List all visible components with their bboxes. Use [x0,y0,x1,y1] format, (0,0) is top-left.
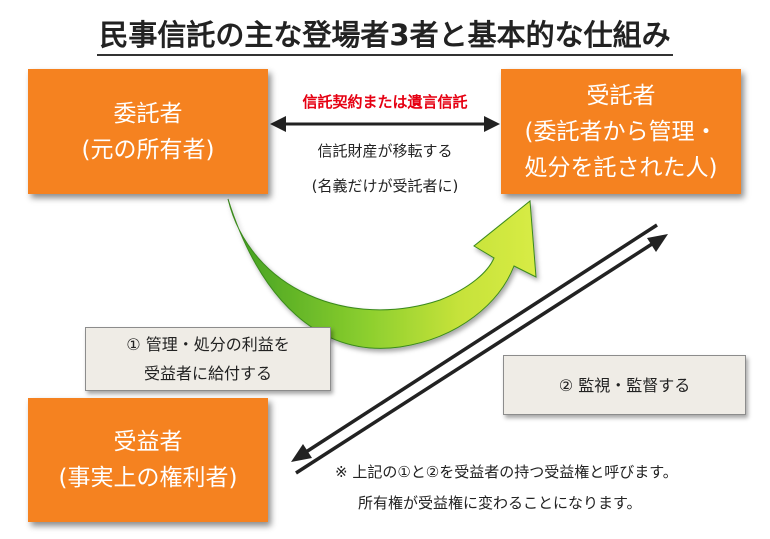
trustee-subtitle-2: 処分を託された人) [524,154,718,181]
beneficiary-box: 受益者 (事実上の権利者) [28,398,268,522]
supervision-note-line-1: ② 監視・監督する [558,375,691,395]
trust-property-arrow [227,198,537,349]
transfer-label-1: 信託財産が移転する [317,142,453,160]
supervision-note: ② 監視・監督する [503,355,746,415]
truster-title: 委託者 [113,100,183,127]
beneficiary-title: 受益者 [113,429,183,455]
benefit-note: ① 管理・処分の利益を 受益者に給付する [85,327,331,391]
diagram-title: 民事信託の主な登場者3者と基本的な仕組み [0,12,770,56]
trustee-subtitle-1: (委託者から管理・ [524,118,718,145]
beneficiary-subtitle: (事実上の権利者) [58,465,238,491]
supervision-arrow [295,234,668,475]
truster-subtitle: (元の所有者) [81,136,215,163]
contract-double-arrow [270,116,500,132]
truster-box: 委託者 (元の所有者) [28,69,268,194]
footnote-line-2: 所有権が受益権に変わることになります。 [358,494,642,512]
transfer-label-2: (名義だけが受託者に) [311,177,459,195]
footnote-line-1: ※ 上記の①と②を受益者の持つ受益権と呼びます。 [335,463,678,481]
trustee-box: 受託者 (委託者から管理・ 処分を託された人) [501,69,741,194]
benefit-arrow [291,223,658,462]
trustee-title: 受託者 [586,82,656,109]
benefit-note-line-2: 受益者に給付する [143,364,272,383]
benefit-note-line-1: ① 管理・処分の利益を [126,335,290,354]
contract-label: 信託契約または遺言信託 [302,93,468,111]
